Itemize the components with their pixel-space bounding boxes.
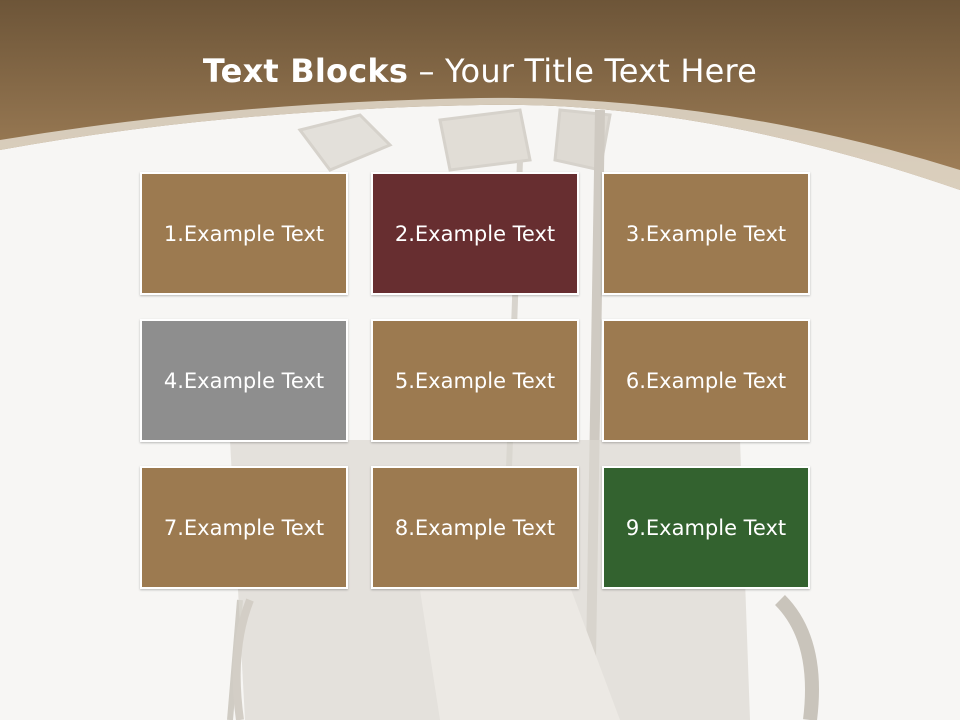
title-rest-part: – Your Title Text Here: [408, 52, 758, 90]
text-block-label: 9.Example Text: [625, 515, 787, 540]
text-block-5[interactable]: 5.Example Text: [371, 319, 579, 442]
text-block-7[interactable]: 7.Example Text: [140, 466, 348, 589]
text-block-label: 4.Example Text: [163, 368, 325, 393]
text-block-6[interactable]: 6.Example Text: [602, 319, 810, 442]
text-block-8[interactable]: 8.Example Text: [371, 466, 579, 589]
text-block-label: 3.Example Text: [625, 221, 787, 246]
text-block-2[interactable]: 2.Example Text: [371, 172, 579, 295]
text-block-9[interactable]: 9.Example Text: [602, 466, 810, 589]
text-block-label: 1.Example Text: [163, 221, 325, 246]
text-block-label: 2.Example Text: [394, 221, 556, 246]
text-block-3[interactable]: 3.Example Text: [602, 172, 810, 295]
slide-title: Text Blocks – Your Title Text Here: [0, 52, 960, 90]
text-block-label: 7.Example Text: [163, 515, 325, 540]
text-block-label: 6.Example Text: [625, 368, 787, 393]
text-block-label: 8.Example Text: [394, 515, 556, 540]
text-block-4[interactable]: 4.Example Text: [140, 319, 348, 442]
text-block-label: 5.Example Text: [394, 368, 556, 393]
title-bold-part: Text Blocks: [202, 52, 409, 90]
text-block-1[interactable]: 1.Example Text: [140, 172, 348, 295]
header-band: [0, 0, 960, 190]
